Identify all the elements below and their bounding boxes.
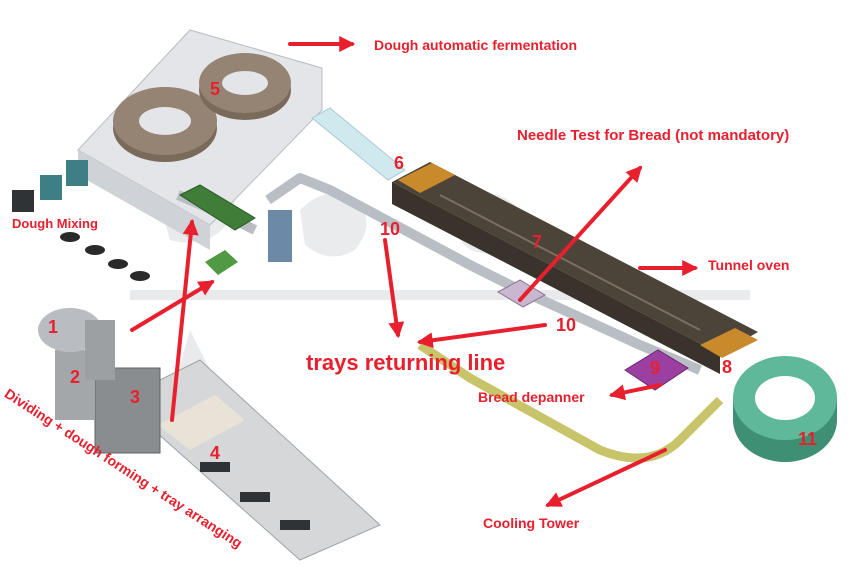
label-tunnel-oven: Tunnel oven bbox=[708, 257, 790, 273]
bread-depanner bbox=[624, 349, 689, 391]
mixing-equipment bbox=[12, 160, 150, 281]
station-number-11: 11 bbox=[798, 429, 818, 449]
label-cooling-tower: Cooling Tower bbox=[483, 515, 580, 531]
station-number-7: 7 bbox=[532, 232, 543, 252]
cooling-tower bbox=[733, 356, 837, 462]
station-number-6: 6 bbox=[394, 153, 405, 173]
station-number-5: 5 bbox=[210, 79, 221, 99]
transfer-conveyor bbox=[311, 107, 406, 181]
station-number-10-top: 10 bbox=[380, 219, 401, 239]
trays-returning-line bbox=[417, 341, 724, 463]
station-number-2: 2 bbox=[70, 367, 81, 387]
station-number-8: 8 bbox=[722, 357, 733, 377]
annotation-arrows bbox=[130, 36, 699, 507]
station-number-4: 4 bbox=[210, 443, 221, 463]
label-bread-depanner: Bread depanner bbox=[478, 389, 585, 405]
station-number-3: 3 bbox=[130, 387, 141, 407]
needle-test-unit bbox=[496, 279, 547, 308]
forming-line bbox=[38, 308, 381, 561]
tunnel-oven bbox=[392, 162, 758, 374]
station-number-9: 9 bbox=[650, 358, 661, 378]
dough-feeder bbox=[178, 184, 292, 275]
fermentation-room bbox=[77, 29, 323, 250]
station-number-1: 1 bbox=[48, 317, 59, 337]
label-needle-test: Needle Test for Bread (not mandatory) bbox=[517, 127, 790, 144]
station-number-10-bottom: 10 bbox=[556, 315, 577, 335]
label-dough-mixing: Dough Mixing bbox=[12, 216, 98, 231]
label-trays-returning: trays returning line bbox=[306, 350, 506, 375]
label-dough-fermentation: Dough automatic fermentation bbox=[374, 37, 578, 53]
